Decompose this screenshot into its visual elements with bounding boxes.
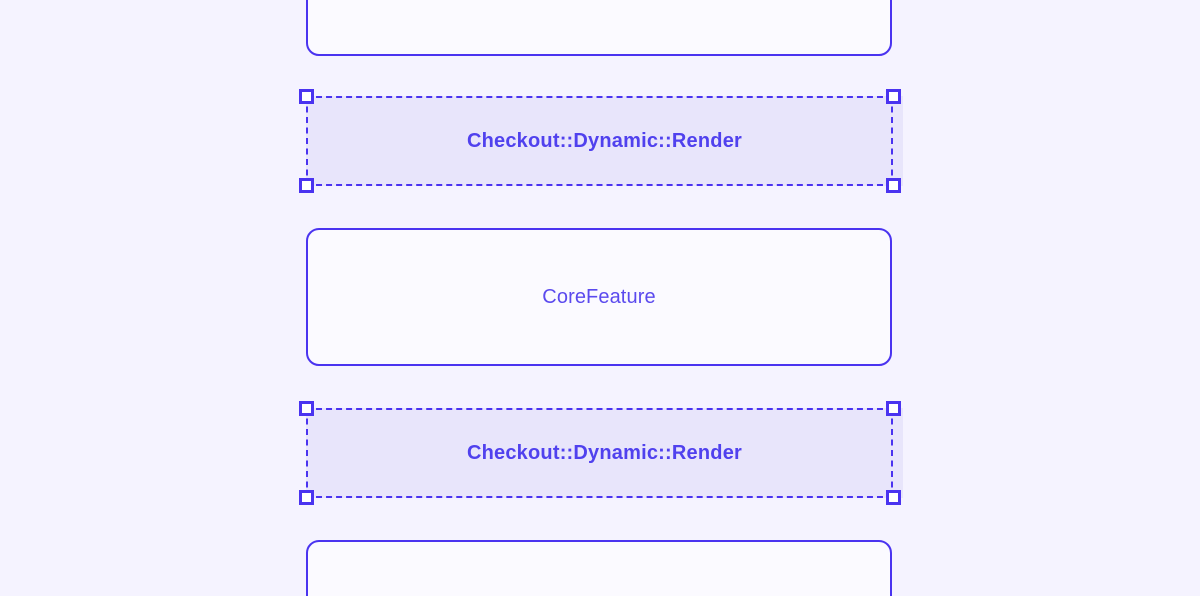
resize-handle-bottom-right[interactable] xyxy=(886,178,901,193)
dashed-placeholder-one-label: Checkout::Dynamic::Render xyxy=(466,129,743,152)
resize-handle-bottom-left[interactable] xyxy=(299,178,314,193)
resize-handle-top-right[interactable] xyxy=(886,89,901,104)
dashed-placeholder-two-fill xyxy=(306,408,903,498)
component-box-bottom[interactable] xyxy=(306,540,892,596)
resize-handle-top-left[interactable] xyxy=(299,89,314,104)
component-box-top[interactable] xyxy=(306,0,892,56)
resize-handle-top-left[interactable] xyxy=(299,401,314,416)
resize-handle-bottom-right[interactable] xyxy=(886,490,901,505)
resize-handle-top-right[interactable] xyxy=(886,401,901,416)
component-box-core-feature-label: CoreFeature xyxy=(542,285,656,308)
dashed-placeholder-one-outline xyxy=(306,96,893,186)
dashed-placeholder-two-outline xyxy=(306,408,893,498)
dashed-placeholder-two-label: Checkout::Dynamic::Render xyxy=(466,441,743,464)
dashed-placeholder-two[interactable]: Checkout::Dynamic::Render xyxy=(0,401,1200,505)
component-box-core-feature[interactable]: CoreFeature xyxy=(306,228,892,366)
dashed-placeholder-one[interactable]: Checkout::Dynamic::Render xyxy=(0,89,1200,193)
dashed-placeholder-one-fill xyxy=(306,96,903,186)
resize-handle-bottom-left[interactable] xyxy=(299,490,314,505)
